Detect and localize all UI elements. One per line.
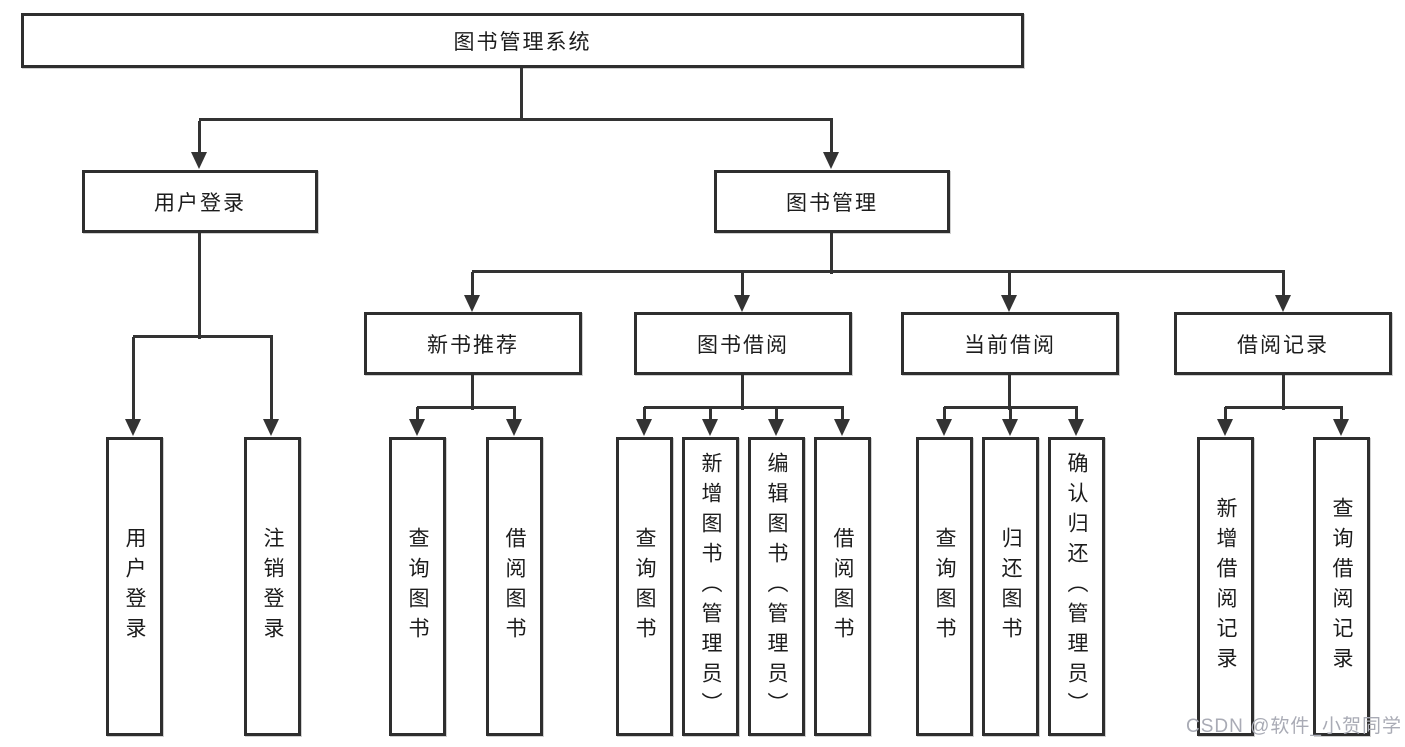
- arrowhead-down-icon: [768, 419, 784, 436]
- leaf-query-books-recommend: 查询图书: [389, 437, 446, 736]
- connector-line: [470, 272, 474, 300]
- arrowhead-down-icon: [636, 419, 652, 436]
- arrowhead-down-icon: [1002, 419, 1018, 436]
- node-new-book-recommend: 新书推荐: [364, 312, 582, 375]
- leaf-label: 新增图书（管理员）: [699, 451, 722, 722]
- leaf-label: 查询图书: [933, 526, 956, 647]
- node-user-login: 用户登录: [82, 170, 318, 233]
- arrowhead-down-icon: [506, 419, 522, 436]
- node-label: 新书推荐: [427, 333, 519, 357]
- node-label: 借阅记录: [1237, 333, 1329, 357]
- connector-line: [269, 337, 273, 424]
- node-label: 图书管理系统: [453, 30, 592, 54]
- node-borrowing-records: 借阅记录: [1174, 312, 1392, 375]
- connector-line: [942, 407, 946, 424]
- connector-line: [197, 233, 201, 339]
- connector-line: [199, 117, 833, 121]
- leaf-label: 查询借阅记录: [1330, 496, 1353, 677]
- connector-line: [840, 407, 844, 424]
- leaf-user-login: 用户登录: [106, 437, 163, 736]
- connector-line: [1281, 272, 1285, 300]
- arrowhead-down-icon: [263, 419, 279, 436]
- arrowhead-down-icon: [702, 419, 718, 436]
- arrowhead-down-icon: [1068, 419, 1084, 436]
- leaf-label: 注销登录: [261, 526, 284, 647]
- leaf-logout: 注销登录: [244, 437, 301, 736]
- arrowhead-down-icon: [125, 419, 141, 436]
- leaf-borrow-books: 借阅图书: [814, 437, 871, 736]
- leaf-query-borrow-record: 查询借阅记录: [1313, 437, 1370, 736]
- connector-line: [1339, 407, 1343, 424]
- arrowhead-down-icon: [409, 419, 425, 436]
- connector-line: [1007, 272, 1011, 300]
- connector-line: [1007, 375, 1011, 410]
- connector-line: [708, 407, 712, 424]
- arrowhead-down-icon: [191, 152, 207, 169]
- connector-line: [1223, 407, 1227, 424]
- connector-line: [131, 337, 135, 424]
- leaf-add-books-admin: 新增图书（管理员）: [682, 437, 739, 736]
- arrowhead-down-icon: [464, 295, 480, 312]
- leaf-label: 归还图书: [999, 526, 1022, 647]
- leaf-query-books-current: 查询图书: [916, 437, 973, 736]
- connector-line: [944, 405, 1078, 409]
- leaf-add-borrow-record: 新增借阅记录: [1197, 437, 1254, 736]
- connector-line: [417, 405, 516, 409]
- connector-line: [1074, 407, 1078, 424]
- leaf-query-books-borrow: 查询图书: [616, 437, 673, 736]
- arrowhead-down-icon: [936, 419, 952, 436]
- node-label: 图书借阅: [697, 333, 789, 357]
- arrowhead-down-icon: [1001, 295, 1017, 312]
- leaf-label: 编辑图书（管理员）: [765, 451, 788, 722]
- connector-line: [829, 233, 833, 274]
- leaf-label: 查询图书: [633, 526, 656, 647]
- leaf-confirm-return-admin: 确认归还（管理员）: [1048, 437, 1105, 736]
- connector-line: [1281, 375, 1285, 410]
- connector-line: [644, 405, 844, 409]
- node-label: 当前借阅: [964, 333, 1056, 357]
- arrowhead-down-icon: [1333, 419, 1349, 436]
- leaf-label: 查询图书: [406, 526, 429, 647]
- leaf-label: 借阅图书: [831, 526, 854, 647]
- connector-line: [472, 269, 1285, 273]
- watermark-text: CSDN @软件_小贺同学: [1186, 716, 1402, 737]
- arrowhead-down-icon: [834, 419, 850, 436]
- connector-line: [519, 68, 523, 121]
- arrowhead-down-icon: [734, 295, 750, 312]
- node-label: 用户登录: [154, 191, 246, 215]
- connector-line: [774, 407, 778, 424]
- arrowhead-down-icon: [1275, 295, 1291, 312]
- leaf-label: 借阅图书: [503, 526, 526, 647]
- node-current-borrowing: 当前借阅: [901, 312, 1119, 375]
- connector-line: [829, 121, 833, 158]
- leaf-edit-books-admin: 编辑图书（管理员）: [748, 437, 805, 736]
- node-library-management-system: 图书管理系统: [21, 13, 1024, 68]
- connector-line: [197, 121, 201, 158]
- node-book-borrowing: 图书借阅: [634, 312, 852, 375]
- connector-line: [1225, 405, 1343, 409]
- connector-line: [470, 375, 474, 410]
- connector-line: [642, 407, 646, 424]
- arrowhead-down-icon: [823, 152, 839, 169]
- connector-line: [740, 272, 744, 300]
- node-label: 图书管理: [786, 191, 878, 215]
- connector-line: [512, 407, 516, 424]
- leaf-return-books: 归还图书: [982, 437, 1039, 736]
- connector-line: [415, 407, 419, 424]
- arrowhead-down-icon: [1217, 419, 1233, 436]
- leaf-borrow-books-recommend: 借阅图书: [486, 437, 543, 736]
- connector-line: [133, 334, 273, 338]
- connector-line: [740, 375, 744, 410]
- connector-line: [1008, 407, 1012, 424]
- leaf-label: 用户登录: [123, 526, 146, 647]
- node-book-management: 图书管理: [714, 170, 950, 233]
- leaf-label: 新增借阅记录: [1214, 496, 1237, 677]
- leaf-label: 确认归还（管理员）: [1065, 451, 1088, 722]
